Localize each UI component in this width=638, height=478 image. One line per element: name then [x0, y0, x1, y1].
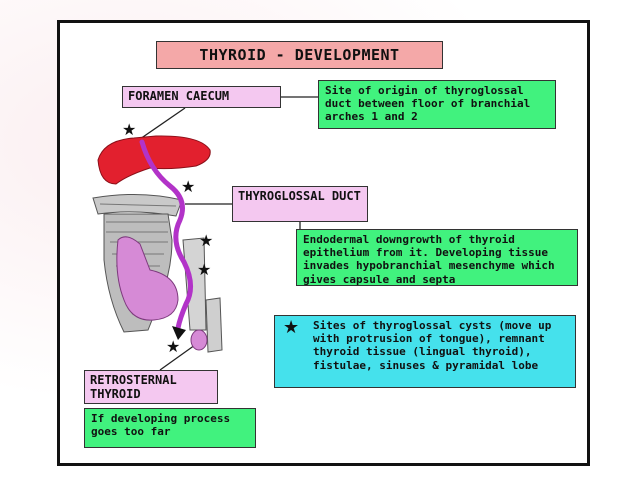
star-icon: ★ [181, 177, 195, 196]
star-legend-icon: ★ [283, 317, 300, 338]
cyst-site-stars: ★ ★ ★ ★ ★ [122, 120, 213, 356]
label-foramen-caecum: FORAMEN CAECUM [122, 86, 281, 108]
note-foramen-origin: Site of origin of thyroglossal duct betw… [318, 80, 556, 129]
retrosternal-thyroid-tissue [190, 329, 208, 351]
label-thyroglossal-duct: THYROGLOSSAL DUCT [232, 186, 368, 222]
note-duct-growth: Endodermal downgrowth of thyroid epithel… [296, 229, 578, 286]
note-cyst-sites: ★ Sites of thyroglossal cysts (move up w… [274, 315, 576, 388]
connector-retrosternal [159, 344, 196, 371]
note-cyst-sites-text: Sites of thyroglossal cysts (move up wit… [313, 319, 552, 372]
thyroid-lobe [116, 236, 179, 321]
thyroglossal-duct-path [139, 139, 193, 331]
star-icon: ★ [166, 337, 180, 356]
tongue-shape [97, 135, 211, 185]
star-icon: ★ [122, 120, 136, 139]
note-developing-far: If developing process goes too far [84, 408, 256, 448]
label-retrosternal-thyroid: RETROSTERNAL THYROID [84, 370, 218, 404]
diagram-title: THYROID - DEVELOPMENT [156, 41, 443, 69]
duct-arrowhead [172, 326, 186, 340]
connector-foramen-tongue [139, 107, 186, 140]
star-icon: ★ [199, 231, 213, 250]
connector-lines [139, 96, 318, 371]
star-icon: ★ [197, 260, 211, 279]
